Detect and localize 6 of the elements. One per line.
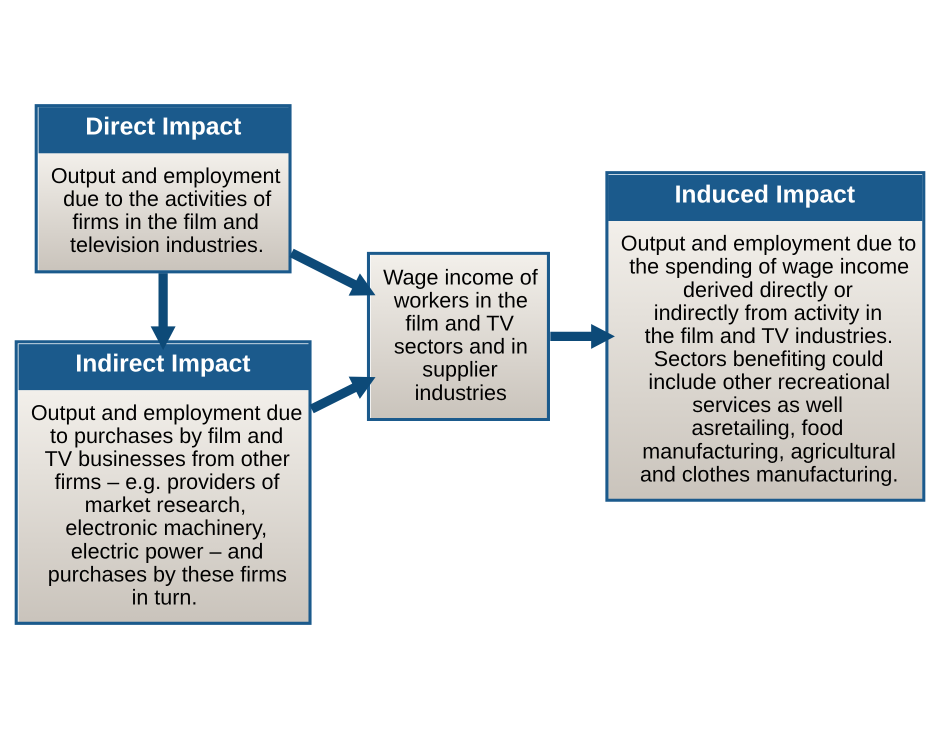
arrow	[310, 376, 376, 414]
node-box: Direct Impact Output and employment due to the activities of firms in the film and television industries.	[34, 104, 292, 274]
arrow	[150, 273, 176, 350]
arrow	[550, 324, 615, 349]
node-box: Induced Impact Output and employment due to the spending of wage income derived directly or indirectly from activity in the film and TV industries. Sectors benefiting could include other recreational services as well asretailing, food manufacturing, agricultural and clothes manufacturing.	[605, 171, 926, 502]
arrow	[290, 248, 376, 296]
